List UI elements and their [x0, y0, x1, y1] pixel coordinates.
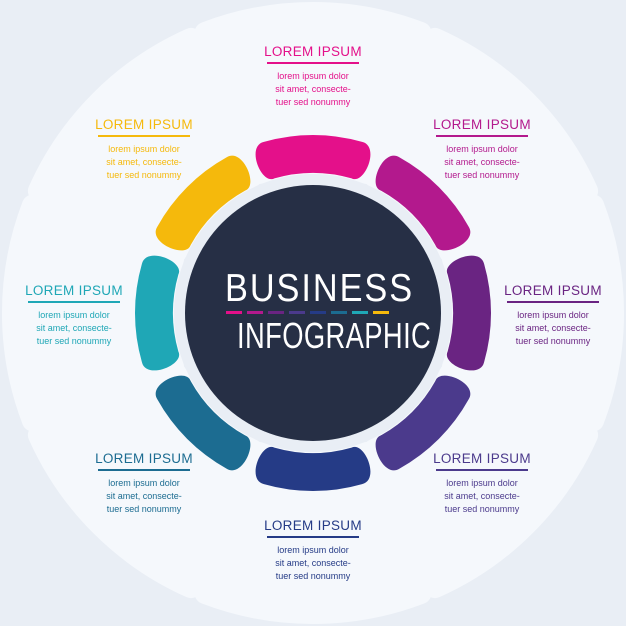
step-6-text: LOREM IPSUM lorem ipsum dolor sit amet, …	[95, 451, 193, 516]
step-8-line-1: lorem ipsum dolor	[108, 144, 180, 154]
step-3-text: LOREM IPSUM lorem ipsum dolor sit amet, …	[504, 283, 602, 348]
step-5-line-3: tuer sed nonummy	[275, 571, 351, 581]
step-1-segment	[255, 134, 371, 180]
step-3-line-3: tuer sed nonummy	[515, 336, 591, 346]
step-5-line-1: lorem ipsum dolor	[277, 545, 349, 555]
step-2-underline	[436, 135, 528, 137]
title-dash-1	[226, 311, 242, 314]
step-8-line-2: sit amet, consecte-	[106, 157, 182, 167]
step-6-line-1: lorem ipsum dolor	[108, 478, 180, 488]
title-dash-6	[331, 311, 347, 314]
step-3-heading: LOREM IPSUM	[504, 283, 602, 298]
step-4-segment	[375, 375, 471, 471]
step-6-underline	[98, 469, 190, 471]
title-line-2: INFOGRAPHIC	[237, 315, 432, 356]
step-6-heading: LOREM IPSUM	[95, 451, 193, 466]
title-dash-5	[310, 311, 326, 314]
title-dash-8	[373, 311, 389, 314]
step-3-underline	[507, 301, 599, 303]
step-1-line-2: sit amet, consecte-	[275, 84, 351, 94]
step-6-line-3: tuer sed nonummy	[106, 504, 182, 514]
step-4-underline	[436, 469, 528, 471]
step-2-segment	[375, 155, 471, 251]
step-8-underline	[98, 135, 190, 137]
step-segments	[134, 134, 492, 492]
step-7-line-2: sit amet, consecte-	[36, 323, 112, 333]
step-3-segment	[446, 255, 492, 371]
step-4-line-3: tuer sed nonummy	[444, 504, 520, 514]
step-1-heading: LOREM IPSUM	[264, 44, 362, 59]
step-4-text: LOREM IPSUM lorem ipsum dolor sit amet, …	[433, 451, 531, 516]
title-dash-2	[247, 311, 263, 314]
step-3-line-1: lorem ipsum dolor	[517, 310, 589, 320]
step-2-line-1: lorem ipsum dolor	[446, 144, 518, 154]
title-color-dashes	[226, 311, 389, 314]
step-2-line-2: sit amet, consecte-	[444, 157, 520, 167]
step-8-line-3: tuer sed nonummy	[106, 170, 182, 180]
step-1-underline	[267, 62, 359, 64]
step-2-heading: LOREM IPSUM	[433, 117, 531, 132]
step-2-text: LOREM IPSUM lorem ipsum dolor sit amet, …	[433, 117, 531, 182]
step-7-line-3: tuer sed nonummy	[36, 336, 112, 346]
step-8-heading: LOREM IPSUM	[95, 117, 193, 132]
step-7-heading: LOREM IPSUM	[25, 283, 123, 298]
title-dash-4	[289, 311, 305, 314]
step-8-segment	[155, 155, 251, 251]
step-5-underline	[267, 536, 359, 538]
title-dash-7	[352, 311, 368, 314]
title-dash-3	[268, 311, 284, 314]
step-5-segment	[255, 446, 371, 492]
step-8-text: LOREM IPSUM lorem ipsum dolor sit amet, …	[95, 117, 193, 182]
step-2-line-3: tuer sed nonummy	[444, 170, 520, 180]
step-4-line-1: lorem ipsum dolor	[446, 478, 518, 488]
step-4-line-2: sit amet, consecte-	[444, 491, 520, 501]
step-7-segment	[134, 255, 180, 371]
step-3-line-2: sit amet, consecte-	[515, 323, 591, 333]
step-7-underline	[28, 301, 120, 303]
step-1-line-1: lorem ipsum dolor	[277, 71, 349, 81]
step-7-line-1: lorem ipsum dolor	[38, 310, 110, 320]
step-7-text: LOREM IPSUM lorem ipsum dolor sit amet, …	[25, 283, 123, 348]
step-5-line-2: sit amet, consecte-	[275, 558, 351, 568]
title-line-1: BUSINESS	[225, 267, 415, 310]
step-4-heading: LOREM IPSUM	[433, 451, 531, 466]
step-5-heading: LOREM IPSUM	[264, 518, 362, 533]
step-6-segment	[155, 375, 251, 471]
step-5-text: LOREM IPSUM lorem ipsum dolor sit amet, …	[264, 518, 362, 583]
step-1-line-3: tuer sed nonummy	[275, 97, 351, 107]
step-6-line-2: sit amet, consecte-	[106, 491, 182, 501]
step-1-text: LOREM IPSUM lorem ipsum dolor sit amet, …	[264, 44, 362, 109]
